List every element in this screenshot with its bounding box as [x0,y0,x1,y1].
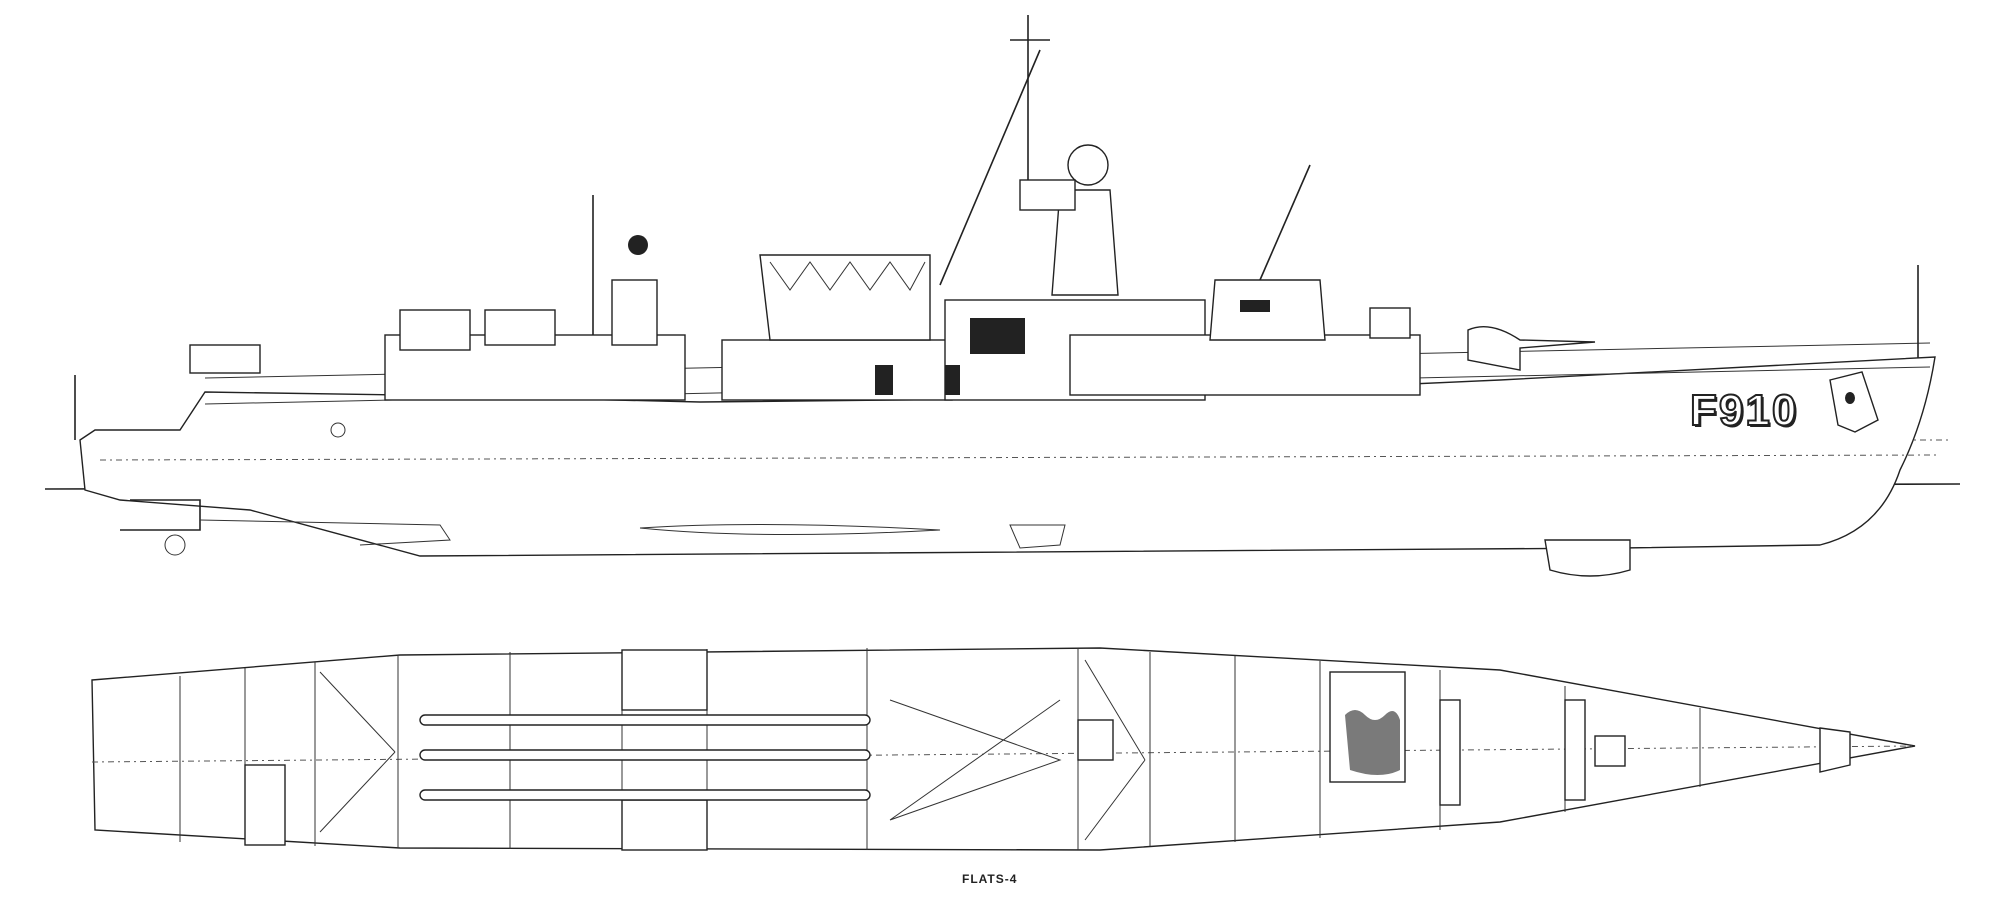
hull-number: F910 [1689,385,1799,436]
hatch [621,649,708,711]
side-elevation [44,15,1961,577]
radar-dome [1067,144,1109,186]
propeller [164,534,186,556]
missile-launcher-fwd [1369,307,1411,339]
anchor-pocket [1829,371,1879,433]
sonar-dome [1544,539,1631,577]
drawing-caption: FLATS-4 [962,872,1018,886]
bridge-block-aft [759,254,931,341]
deck-outline [91,647,1916,851]
plan-view [91,647,1916,851]
aft-deckhouse [189,344,261,374]
porthole [330,422,346,438]
rudder [120,499,201,531]
crane-boom [939,49,1041,286]
gun-turret [1467,326,1596,371]
missile-launcher-aft [399,309,471,351]
